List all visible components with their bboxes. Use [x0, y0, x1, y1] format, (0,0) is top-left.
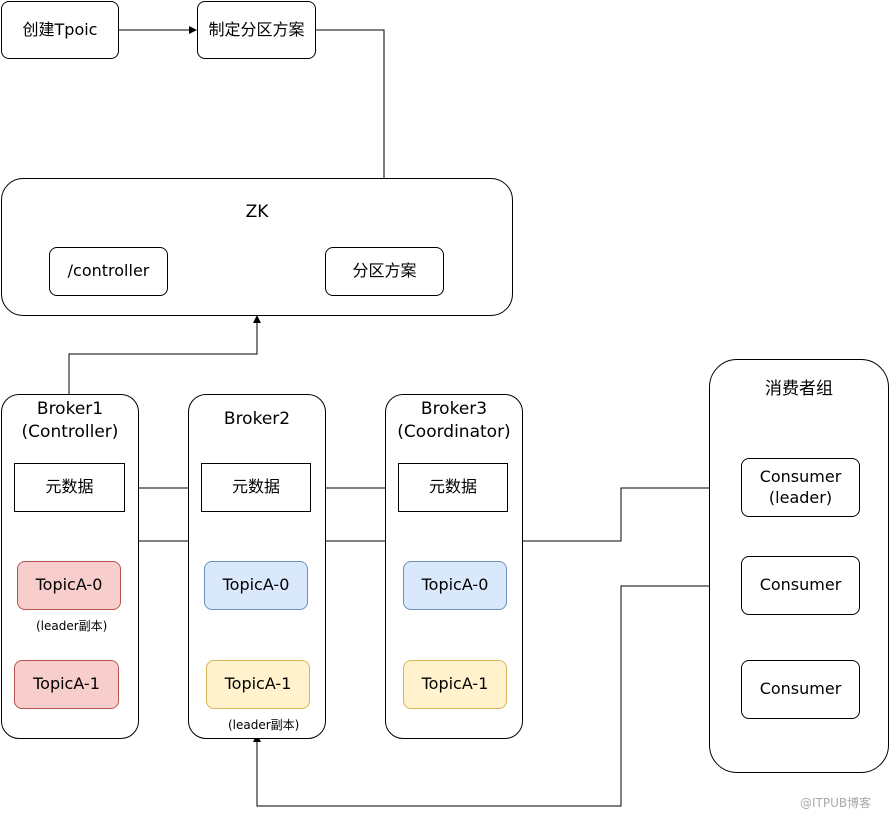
create-topic-label: 创建Tpoic — [22, 19, 98, 39]
broker3-title: Broker3 — [420, 399, 488, 419]
broker3-topicA-0-label: TopicA-0 — [421, 575, 489, 595]
consumer-leader: Consumer (leader) — [741, 458, 860, 517]
broker1-topicA-1-label: TopicA-1 — [33, 674, 100, 694]
consumer-2: Consumer — [741, 556, 860, 615]
broker2-topicA-0: TopicA-0 — [204, 561, 308, 610]
broker1-title: Broker1 — [36, 399, 104, 419]
arrow-broker1-to-zk — [68, 315, 261, 394]
zk-controller-label: /controller — [67, 261, 150, 281]
consumer-group-title: 消费者组 — [765, 379, 833, 399]
broker3-topicA-1-label: TopicA-1 — [421, 674, 489, 694]
make-plan-box: 制定分区方案 — [197, 1, 316, 59]
consumer-2-label: Consumer — [759, 575, 842, 595]
broker3-topicA-1: TopicA-1 — [403, 660, 507, 709]
consumer-leader-label: Consumer — [759, 466, 842, 486]
broker1-metadata-label: 元数据 — [45, 477, 94, 497]
broker3-subtitle: (Coordinator) — [397, 422, 511, 442]
broker1-topicA-1: TopicA-1 — [14, 660, 119, 709]
create-topic-box: 创建Tpoic — [1, 1, 119, 59]
broker2-topicA-1-label: TopicA-1 — [224, 674, 292, 694]
broker3-metadata: 元数据 — [398, 463, 508, 512]
consumer-leader-role: (leader) — [768, 487, 833, 507]
broker1-topicA-0-label: TopicA-0 — [35, 575, 103, 595]
arrow-plan-to-zk — [316, 29, 388, 248]
broker2-leader-note: (leader副本) — [228, 718, 300, 732]
watermark: @ITPUB博客 — [800, 796, 872, 810]
broker1-topicA-0: TopicA-0 — [17, 561, 121, 610]
zk-controller-node: /controller — [49, 247, 168, 296]
zk-title: ZK — [245, 202, 269, 222]
broker1-metadata: 元数据 — [14, 463, 125, 512]
broker2-metadata: 元数据 — [201, 463, 311, 512]
consumer-3: Consumer — [741, 660, 860, 719]
broker1-subtitle: (Controller) — [21, 422, 119, 442]
broker1-leader-note: (leader副本) — [36, 619, 108, 633]
broker3-metadata-label: 元数据 — [428, 477, 477, 497]
consumer-3-label: Consumer — [759, 679, 842, 699]
broker2-metadata-label: 元数据 — [231, 477, 280, 497]
make-plan-label: 制定分区方案 — [208, 19, 305, 39]
zk-partition-plan-node: 分区方案 — [325, 247, 444, 296]
broker2-topicA-1: TopicA-1 — [206, 660, 310, 709]
broker3-topicA-0: TopicA-0 — [403, 561, 507, 610]
broker2-title: Broker2 — [223, 409, 291, 429]
arrow-consumer-to-topic — [253, 585, 741, 807]
broker2-topicA-0-label: TopicA-0 — [222, 575, 290, 595]
zk-partition-plan-label: 分区方案 — [352, 261, 417, 281]
